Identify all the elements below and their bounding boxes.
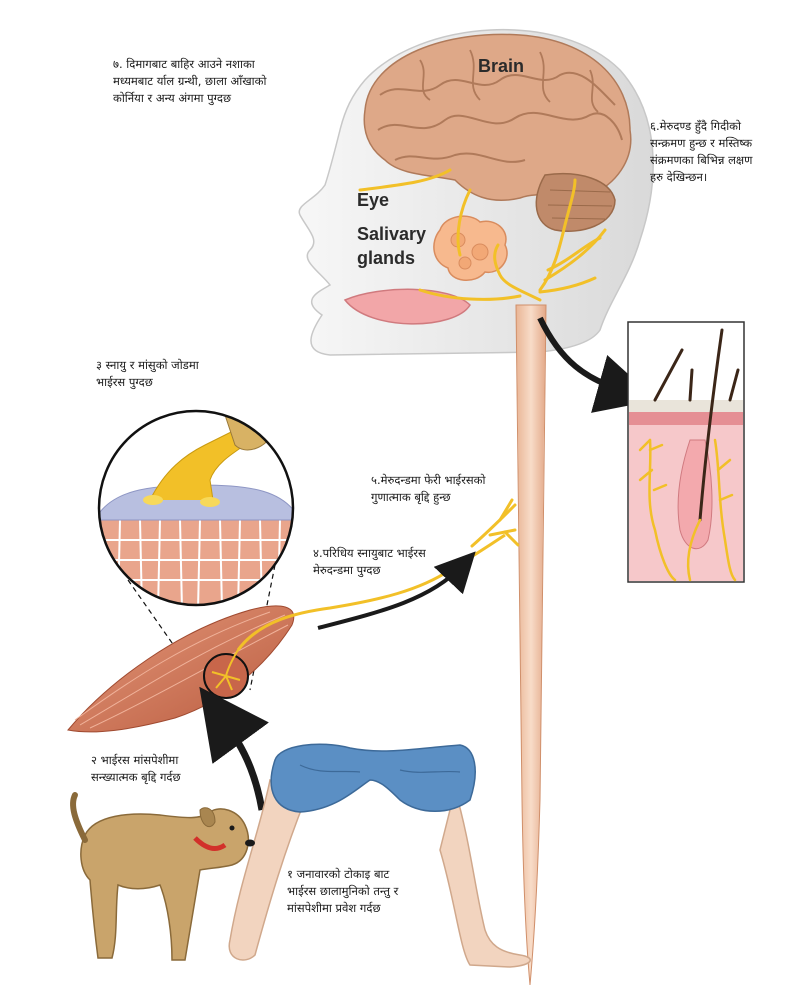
- skin-inset-illustration: [628, 322, 744, 582]
- step-5-caption: ५.मेरुदन्डमा फेरी भाईरसको गुणात्माक बृद्…: [371, 472, 551, 506]
- spinal-nerve-root: [472, 500, 518, 546]
- step-3-caption: ३ स्नायु र मांसुको जोडमा भाईरस पुग्दछ: [96, 357, 286, 391]
- salivary-glands-label: Salivary glands: [357, 222, 426, 270]
- step-4-caption: ४.परिधिय स्नायुबाट भाईरस मेरुदन्डमा पुग्…: [313, 545, 493, 579]
- muscle-illustration: [68, 606, 294, 732]
- step-7-caption: ७. दिमागबाट बाहिर आउने नशाका मध्यमबाट र्…: [113, 56, 325, 107]
- eye-label: Eye: [357, 188, 389, 212]
- brain-label: Brain: [478, 54, 524, 78]
- step-2-caption: २ भाईरस मांसपेशीमा सन्ख्यात्मक बृद्दि गर…: [91, 752, 261, 786]
- step-1-caption: १ जनावारको टोकाइ बाट भाईरस छालामुनिको तन…: [287, 866, 487, 917]
- legs-illustration: [229, 744, 530, 967]
- step-6-caption: ६.मेरुदण्ड हुँदै गिदीको सन्क्रमण हुन्छ र…: [650, 118, 790, 186]
- dog-illustration: [73, 795, 255, 960]
- spinal-cord-illustration: [516, 305, 546, 985]
- neuromuscular-junction-inset: [95, 410, 300, 615]
